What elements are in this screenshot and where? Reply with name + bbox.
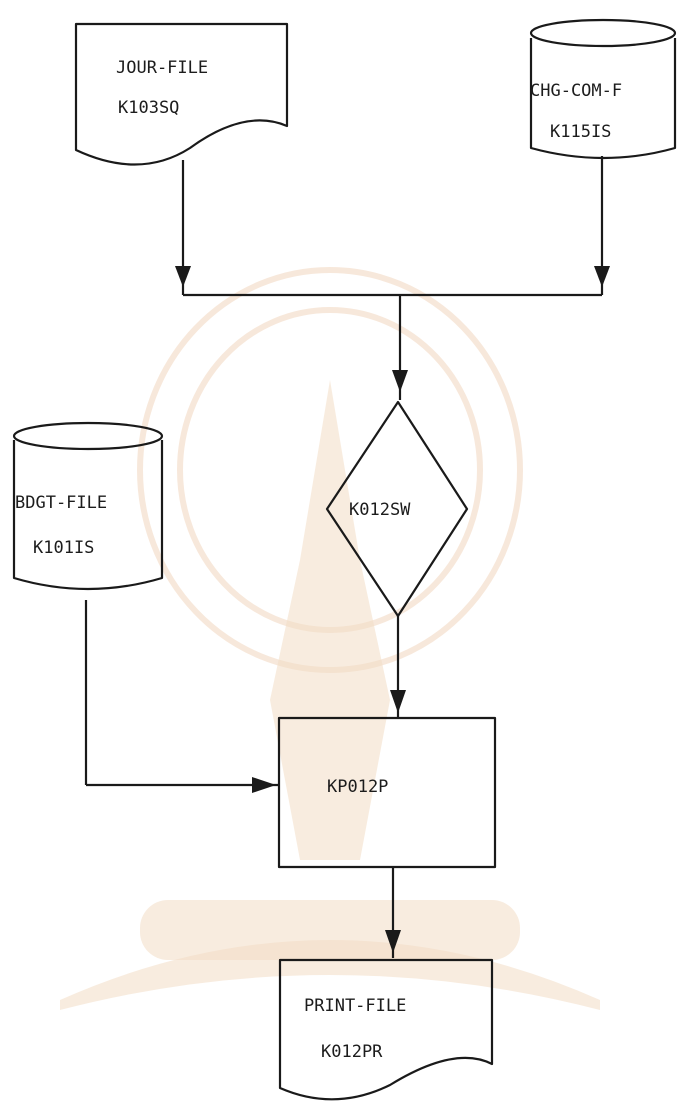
program-to-print-connector: [385, 867, 401, 958]
chg-com-file-shape: [529, 38, 677, 160]
print-file-name: PRINT-FILE: [304, 996, 406, 1016]
print-file-node: PRINT-FILE K012PR: [278, 958, 494, 1101]
bdgt-file-name: BDGT-FILE: [15, 493, 107, 513]
jour-file-code: K103SQ: [118, 98, 179, 118]
jour-file-node: JOUR-FILE K103SQ: [74, 22, 289, 166]
chg-com-file-code: K115IS: [550, 122, 611, 142]
arrowhead: [175, 266, 191, 287]
program-code: KP012P: [327, 777, 388, 797]
sort-code: K012SW: [349, 500, 411, 520]
arrowhead: [390, 690, 406, 713]
jour-file-name: JOUR-FILE: [116, 58, 208, 78]
bdgt-file-shape: [12, 440, 164, 591]
chg-com-file-name: CHG-COM-F: [530, 81, 622, 101]
bdgt-file-code: K101IS: [33, 538, 94, 558]
jour-file-shape: [74, 22, 289, 166]
bdgt-to-program-connector: [84, 600, 278, 793]
watermark-emblem: [60, 267, 600, 1010]
program-node: KP012P: [277, 716, 497, 869]
arrowhead: [385, 930, 401, 953]
sort-to-program-connector: [390, 616, 406, 718]
arrowhead: [252, 777, 276, 793]
merge-connectors: [175, 156, 610, 400]
arrowhead: [392, 370, 408, 392]
bdgt-file-node: BDGT-FILE K101IS: [12, 421, 164, 591]
print-file-shape: [278, 958, 494, 1101]
arrowhead: [594, 266, 610, 287]
print-file-code: K012PR: [321, 1042, 383, 1062]
program-shape: [277, 716, 497, 869]
chg-com-file-node: CHG-COM-F K115IS: [529, 18, 677, 160]
